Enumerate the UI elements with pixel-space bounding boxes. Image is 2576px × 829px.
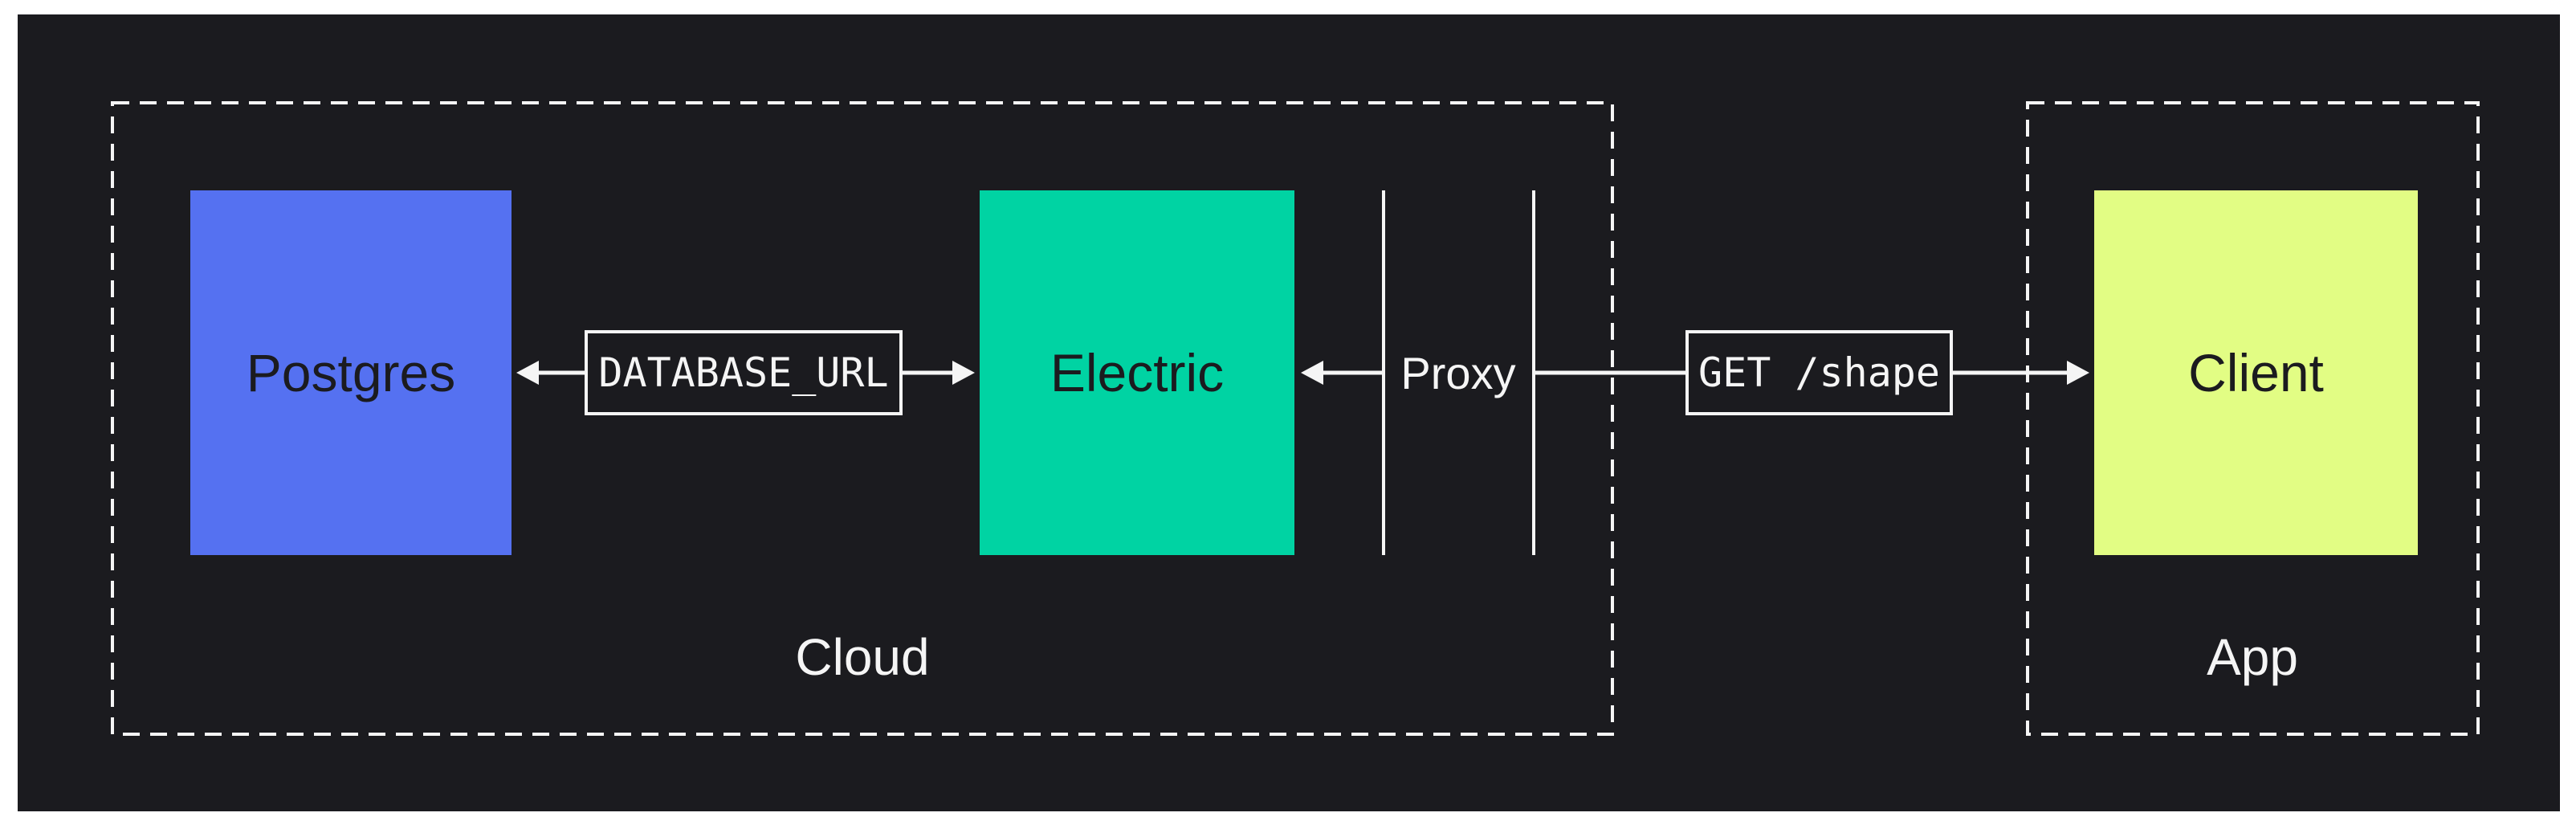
get-shape-edge-label: GET /shape bbox=[1698, 349, 1941, 396]
app-group-dashed-border bbox=[2026, 101, 2480, 736]
electric-node: Electric bbox=[980, 190, 1294, 555]
proxy-label: Proxy bbox=[1378, 344, 1539, 402]
diagram-lines-layer bbox=[111, 101, 2480, 736]
get-shape-edge-box: GET /shape bbox=[1685, 330, 1953, 415]
client-node: Client bbox=[2094, 190, 2418, 555]
cloud-group-label-text: Cloud bbox=[795, 628, 930, 686]
arrowhead-into-postgres bbox=[516, 361, 539, 385]
postgres-node-label: Postgres bbox=[246, 343, 456, 402]
diagram-canvas: Postgres Electric Client DATABASE_URL GE… bbox=[18, 14, 2560, 811]
arrowhead-into-client bbox=[2067, 361, 2089, 385]
database-url-edge-label: DATABASE_URL bbox=[598, 349, 889, 396]
electric-node-label: Electric bbox=[1050, 343, 1225, 402]
cloud-group-dashed-border bbox=[111, 101, 1614, 736]
postgres-node: Postgres bbox=[190, 190, 512, 555]
proxy-label-text: Proxy bbox=[1400, 347, 1516, 398]
arrowhead-into-electric-right-side bbox=[1301, 361, 1323, 385]
arrowhead-into-electric-left-side bbox=[952, 361, 975, 385]
client-node-label: Client bbox=[2188, 343, 2324, 402]
app-group-label: App bbox=[2132, 628, 2373, 686]
app-group-label-text: App bbox=[2207, 628, 2298, 686]
cloud-group-label: Cloud bbox=[742, 628, 983, 686]
database-url-edge-box: DATABASE_URL bbox=[585, 330, 903, 415]
